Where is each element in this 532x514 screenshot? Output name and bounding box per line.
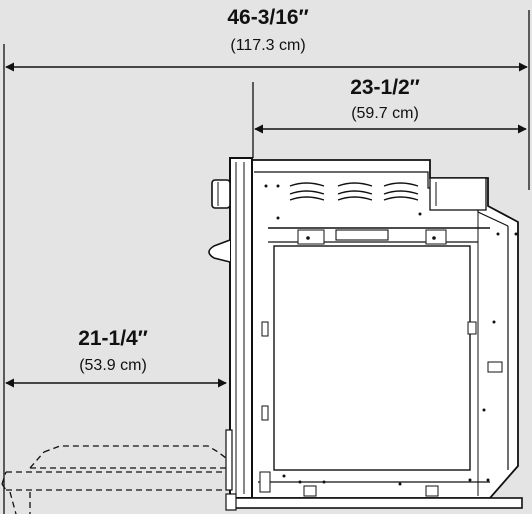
depth-dimension-metric: (59.7 cm) bbox=[351, 105, 419, 122]
oven-side-view bbox=[209, 158, 522, 510]
open-door-outline bbox=[2, 446, 226, 514]
depth-dimension-imperial: 23-1/2″ bbox=[350, 76, 420, 99]
door-dimension-metric: (53.9 cm) bbox=[79, 357, 147, 374]
overall-dimension-metric: (117.3 cm) bbox=[230, 37, 305, 54]
overall-dimension-imperial: 46-3/16″ bbox=[227, 6, 308, 29]
door-handle-icon bbox=[209, 240, 230, 262]
oven-cavity-outline bbox=[274, 246, 470, 470]
depth-dimension: 23-1/2″ (59.7 cm) bbox=[253, 76, 526, 158]
door-dimension-imperial: 21-1/4″ bbox=[78, 327, 148, 350]
control-knob bbox=[212, 180, 230, 208]
oven-door-front bbox=[230, 158, 252, 498]
door-dimension: 21-1/4″ (53.9 cm) bbox=[6, 327, 226, 383]
